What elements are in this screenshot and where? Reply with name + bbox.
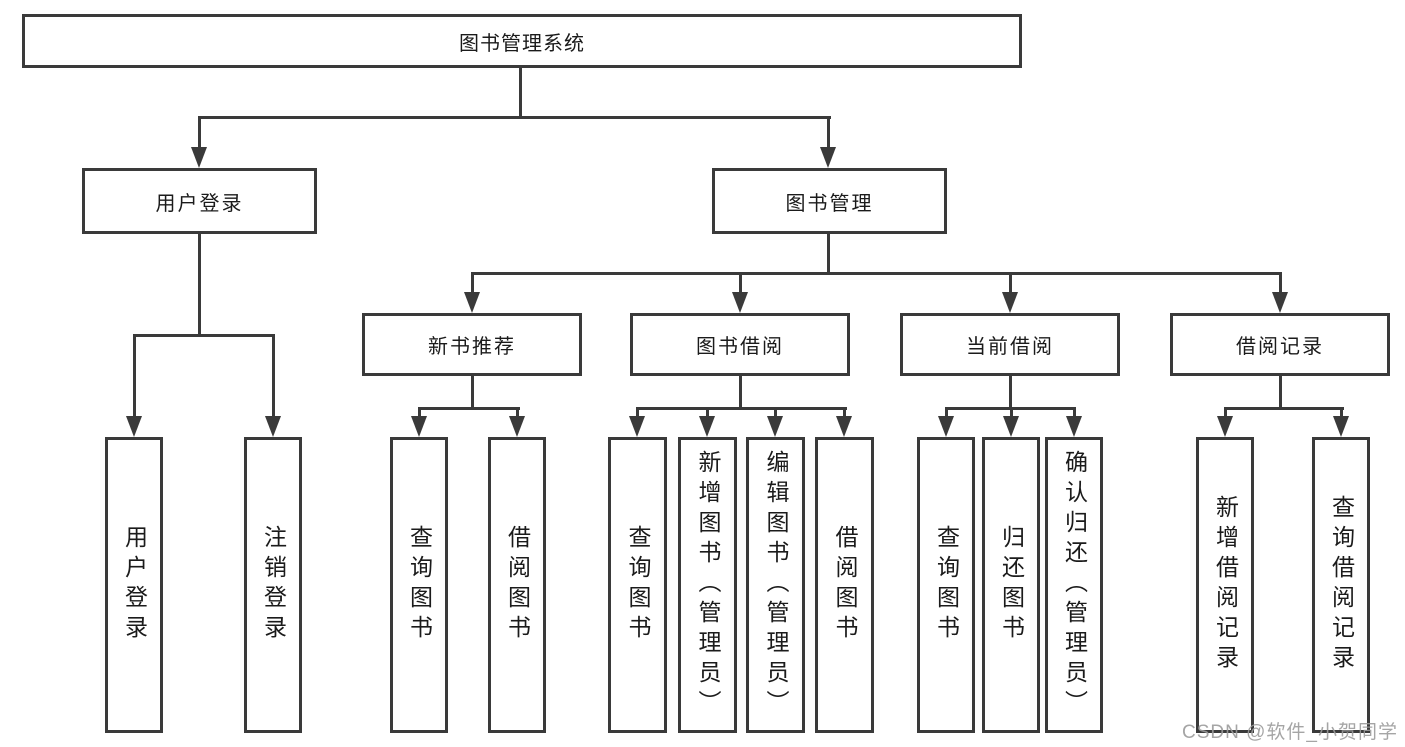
connector-line [706,407,709,417]
connector-line [133,334,136,418]
arrow-down-icon [1272,292,1288,313]
connector-line [1009,376,1012,409]
leaf-edit-books-admin: 编辑图书（管理员） [746,437,805,733]
connector-line [1073,407,1076,417]
connector-line [516,407,519,417]
connector-line [471,272,1282,275]
arrow-down-icon [265,416,281,437]
leaf-query-books-3-label: 查询图书 [933,525,960,645]
leaf-borrow-books-1-label: 借阅图书 [504,525,531,645]
connector-line [1224,407,1227,417]
leaf-confirm-return-admin-label: 确认归还（管理员） [1061,450,1088,720]
node-library-system: 图书管理系统 [22,14,1022,68]
node-book-borrowing-label: 图书借阅 [696,336,784,358]
leaf-logout-label: 注销登录 [260,525,287,645]
leaf-borrow-books-1: 借阅图书 [488,437,546,733]
leaf-confirm-return-admin: 确认归还（管理员） [1045,437,1103,733]
arrow-down-icon [1003,416,1019,437]
connector-line [198,116,831,119]
leaf-borrow-books-2-label: 借阅图书 [832,525,858,645]
leaf-query-books-1: 查询图书 [390,437,448,733]
connector-line [1279,376,1282,409]
connector-line [843,407,846,417]
arrow-down-icon [699,416,715,437]
connector-line [1340,407,1343,417]
connector-line [471,272,474,294]
leaf-logout: 注销登录 [244,437,302,733]
leaf-query-books-3: 查询图书 [917,437,975,733]
arrow-down-icon [1217,416,1233,437]
arrow-down-icon [1066,416,1082,437]
arrow-down-icon [629,416,645,437]
node-library-system-label: 图书管理系统 [459,32,585,55]
connector-line [133,334,275,337]
connector-line [471,376,474,409]
leaf-add-books-admin-label: 新增图书（管理员） [695,450,721,720]
connector-line [739,376,742,409]
arrow-down-icon [191,147,207,168]
arrow-down-icon [938,416,954,437]
connector-line [636,407,639,417]
connector-line [827,116,830,148]
leaf-add-borrow-record: 新增借阅记录 [1196,437,1254,733]
leaf-query-books-2-label: 查询图书 [625,525,651,645]
leaf-query-borrow-record-label: 查询借阅记录 [1328,495,1355,675]
connector-line [1279,272,1282,294]
leaf-borrow-books-2: 借阅图书 [815,437,874,733]
node-new-book-recommend-label: 新书推荐 [428,336,516,358]
arrow-down-icon [767,416,783,437]
node-user-login-label: 用户登录 [155,192,244,215]
connector-line [418,407,421,417]
connector-line [198,234,201,337]
node-borrowing-records: 借阅记录 [1170,313,1390,376]
arrow-down-icon [732,292,748,313]
leaf-query-books-1-label: 查询图书 [406,525,433,645]
arrow-down-icon [820,147,836,168]
connector-line [1010,407,1013,417]
connector-line [827,233,830,275]
connector-line [945,407,948,417]
connector-line [1224,407,1344,410]
node-current-borrowing: 当前借阅 [900,313,1120,376]
arrow-down-icon [411,416,427,437]
leaf-query-borrow-record: 查询借阅记录 [1312,437,1370,733]
leaf-return-books-label: 归还图书 [998,525,1025,645]
connector-line [774,407,777,417]
arrow-down-icon [509,416,525,437]
connector-line [1009,272,1012,294]
connector-line [198,116,201,148]
arrow-down-icon [836,416,852,437]
node-book-management: 图书管理 [712,168,947,234]
node-borrowing-records-label: 借阅记录 [1236,336,1324,358]
connector-line [519,68,522,118]
connector-line [739,272,742,294]
leaf-user-login: 用户登录 [105,437,163,733]
leaf-query-books-2: 查询图书 [608,437,667,733]
leaf-add-borrow-record-label: 新增借阅记录 [1212,495,1239,675]
leaf-edit-books-admin-label: 编辑图书（管理员） [763,450,789,720]
node-user-login: 用户登录 [82,168,317,234]
leaf-add-books-admin: 新增图书（管理员） [678,437,737,733]
node-current-borrowing-label: 当前借阅 [966,336,1054,358]
leaf-user-login-label: 用户登录 [121,525,148,645]
node-new-book-recommend: 新书推荐 [362,313,582,376]
arrow-down-icon [126,416,142,437]
connector-line [272,334,275,418]
connector-line [418,407,520,410]
node-book-borrowing: 图书借阅 [630,313,850,376]
arrow-down-icon [1333,416,1349,437]
node-book-management-label: 图书管理 [785,192,874,215]
arrow-down-icon [1002,292,1018,313]
watermark: CSDN @软件_小贺同学 [1182,722,1398,743]
arrow-down-icon [464,292,480,313]
connector-line [636,407,847,410]
leaf-return-books: 归还图书 [982,437,1040,733]
